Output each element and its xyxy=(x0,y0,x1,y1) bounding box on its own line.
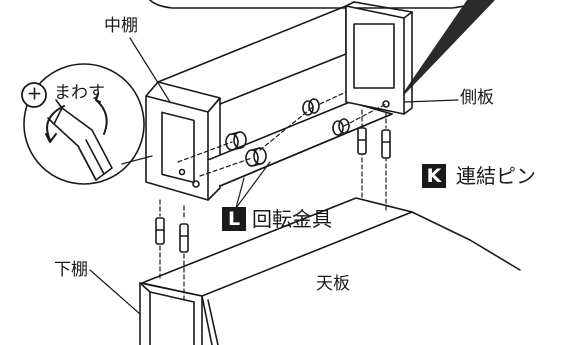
top-board-label: 天板 xyxy=(316,274,350,294)
callout-tail xyxy=(401,0,495,97)
middle-shelf xyxy=(145,1,413,201)
rotate-arrow-icon xyxy=(46,99,108,141)
callout-pointer xyxy=(149,0,479,9)
bottom-shelf-label: 下棚 xyxy=(54,260,88,280)
connecting-pin-label: 連結ピン xyxy=(456,164,536,188)
rotary-fitting-badge: L xyxy=(222,207,246,231)
connecting-pin xyxy=(155,127,391,253)
rotary-fitting-label: 回転金具 xyxy=(252,207,332,231)
connecting-pin-badge: K xyxy=(422,164,446,188)
detail-circle xyxy=(21,63,153,185)
plus-circle-icon xyxy=(21,82,47,108)
rotate-label: まわす xyxy=(54,83,105,103)
leader-lines xyxy=(89,37,459,315)
middle-shelf-label: 中棚 xyxy=(104,16,138,36)
plus-glyph: ＋ xyxy=(27,85,43,103)
rotary-fitting xyxy=(225,98,350,167)
side-panel-label: 側板 xyxy=(460,88,494,108)
